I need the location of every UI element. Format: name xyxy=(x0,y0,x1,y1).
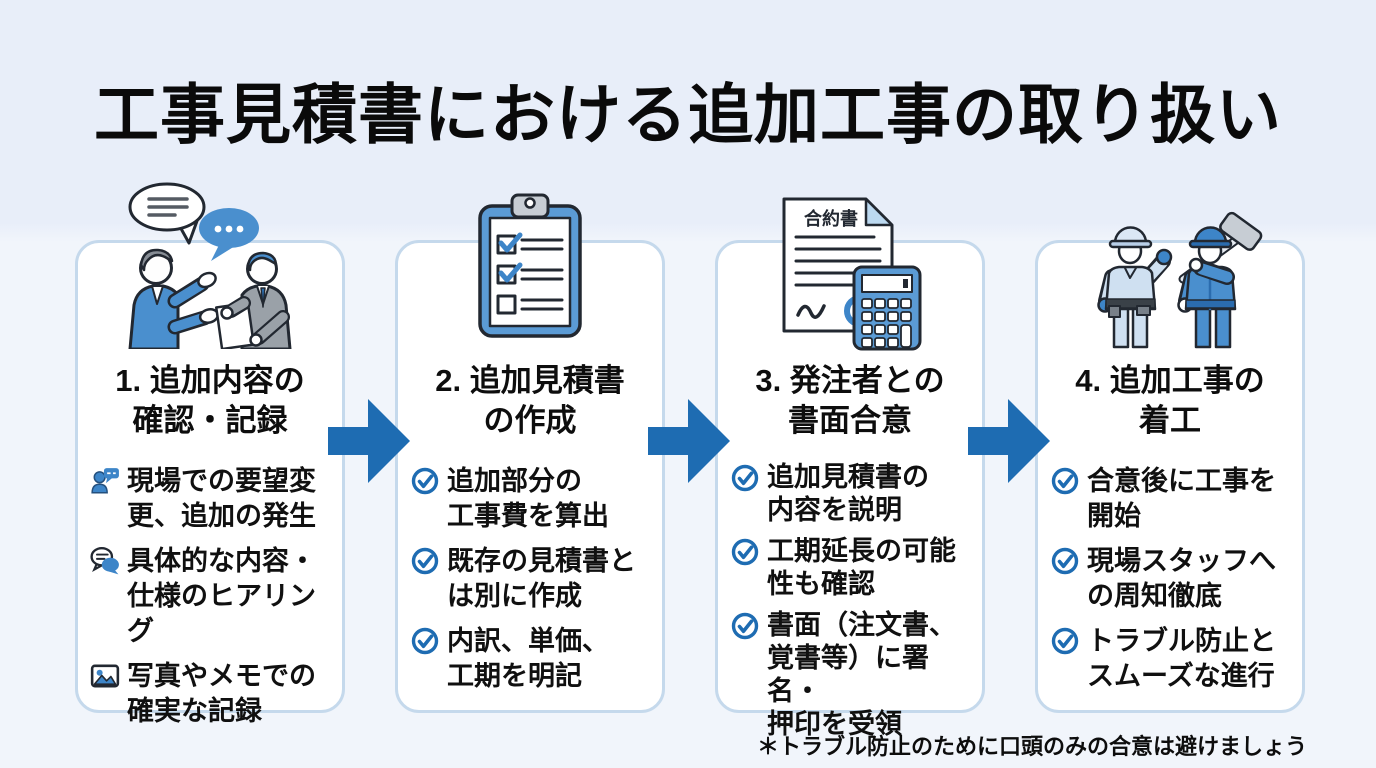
list-item: トラブル防止と スムーズな進行 xyxy=(1050,624,1294,694)
list-item: 追加部分の 工事費を算出 xyxy=(410,464,654,534)
two-construction-workers-illustration xyxy=(1075,185,1265,351)
footnote: ＊トラブル防止のために口頭のみの合意は避けましょう xyxy=(756,734,1307,759)
flow-arrow-icon-1 xyxy=(328,397,410,485)
step-3-title-line-2: 書面合意 xyxy=(788,403,912,438)
step-4-items: 合意後に工事を 開始 現場スタッフへ の周知徹底 トラブル防止と スムーズな進行 xyxy=(1038,464,1302,694)
checklist-clipboard-illustration xyxy=(474,190,586,342)
check-circle-icon xyxy=(410,626,440,656)
step-1-title-line-2: 確認・記録 xyxy=(132,403,288,438)
list-item-text: 写真やメモでの 確実な記録 xyxy=(127,661,316,726)
list-item-text: 追加見積書の 内容を説明 xyxy=(767,462,929,525)
list-item: 追加見積書の 内容を説明 xyxy=(730,461,974,527)
list-item: 合意後に工事を 開始 xyxy=(1050,464,1294,534)
step-card-1: 1. 追加内容の 確認・記録 現場での要望変 更、追加の発生 xyxy=(75,182,345,726)
step-3-title: 3. 発注者との 書面合意 xyxy=(718,361,982,441)
photo-icon xyxy=(90,661,120,691)
list-item: 既存の見積書と は別に作成 xyxy=(410,544,654,614)
list-item-text: 追加部分の 工事費を算出 xyxy=(447,466,609,531)
step-1-title: 1. 追加内容の 確認・記録 xyxy=(78,361,342,441)
step-2-items: 追加部分の 工事費を算出 既存の見積書と は別に作成 内訳、単価、 工期を明記 xyxy=(398,464,662,694)
list-item-text: 現場スタッフへ の周知徹底 xyxy=(1087,546,1276,611)
chat-bubbles-icon xyxy=(90,546,120,576)
list-item-text: 内訳、単価、 工期を明記 xyxy=(447,626,609,691)
list-item: 現場での要望変 更、追加の発生 xyxy=(90,464,334,534)
list-item-text: トラブル防止と スムーズな進行 xyxy=(1087,626,1276,691)
check-circle-icon xyxy=(1050,466,1080,496)
flow-arrow-icon-3 xyxy=(968,397,1050,485)
step-card-3: 合約書 3. 発注者との 書面合意 追加見積書の xyxy=(715,197,985,739)
list-item-text: 工期延長の可能 性も確認 xyxy=(767,536,956,599)
step-card-2: 2. 追加見積書 の作成 追加部分の 工事費を算出 既存の見積書と は別に作成 xyxy=(395,193,665,713)
list-item: 現場スタッフへ の周知徹底 xyxy=(1050,544,1294,614)
step-4-title: 4. 追加工事の 着工 xyxy=(1038,361,1302,441)
step-1-items: 現場での要望変 更、追加の発生 具体的な内容・ 仕様のヒアリング xyxy=(78,464,342,729)
list-item-text: 現場での要望変 更、追加の発生 xyxy=(127,466,316,531)
flow-arrow-icon-2 xyxy=(648,397,730,485)
list-item: 書面（注文書、 覚書等）に署名・ 押印を受領 xyxy=(730,609,974,741)
check-circle-icon xyxy=(410,546,440,576)
step-card-4: 4. 追加工事の 着工 合意後に工事を 開始 現場スタッフへ の周知徹底 xyxy=(1035,211,1305,713)
list-item-text: 既存の見積書と は別に作成 xyxy=(447,546,636,611)
step-3-items: 追加見積書の 内容を説明 工期延長の可能 性も確認 書面（注文書、 覚書等）に署… xyxy=(718,461,982,741)
list-item: 工期延長の可能 性も確認 xyxy=(730,535,974,601)
list-item: 具体的な内容・ 仕様のヒアリング xyxy=(90,544,334,649)
check-circle-icon xyxy=(730,463,760,493)
step-1-title-line-1: 1. 追加内容の xyxy=(115,363,305,398)
two-businessmen-talking-illustration xyxy=(105,177,315,351)
step-4-title-line-2: 着工 xyxy=(1139,403,1201,438)
step-3-title-line-1: 3. 発注者との xyxy=(755,363,945,398)
list-item-text: 書面（注文書、 覚書等）に署名・ 押印を受領 xyxy=(767,610,956,739)
contract-and-calculator-illustration: 合約書 xyxy=(774,191,926,353)
step-4-title-line-1: 4. 追加工事の xyxy=(1075,363,1265,398)
check-circle-icon xyxy=(730,611,760,641)
list-item-text: 具体的な内容・ 仕様のヒアリング xyxy=(127,546,316,646)
page-title: 工事見積書における追加工事の取り扱い xyxy=(93,78,1282,151)
step-2-title-line-1: 2. 追加見積書 xyxy=(435,363,625,398)
check-circle-icon xyxy=(410,466,440,496)
list-item: 写真やメモでの 確実な記録 xyxy=(90,659,334,729)
step-2-title: 2. 追加見積書 の作成 xyxy=(398,361,662,441)
contract-document-label: 合約書 xyxy=(804,208,858,229)
check-circle-icon xyxy=(1050,626,1080,656)
check-circle-icon xyxy=(1050,546,1080,576)
step-2-title-line-2: の作成 xyxy=(483,403,577,438)
list-item: 内訳、単価、 工期を明記 xyxy=(410,624,654,694)
person-comment-icon xyxy=(90,466,120,496)
list-item-text: 合意後に工事を 開始 xyxy=(1087,466,1276,531)
check-circle-icon xyxy=(730,537,760,567)
